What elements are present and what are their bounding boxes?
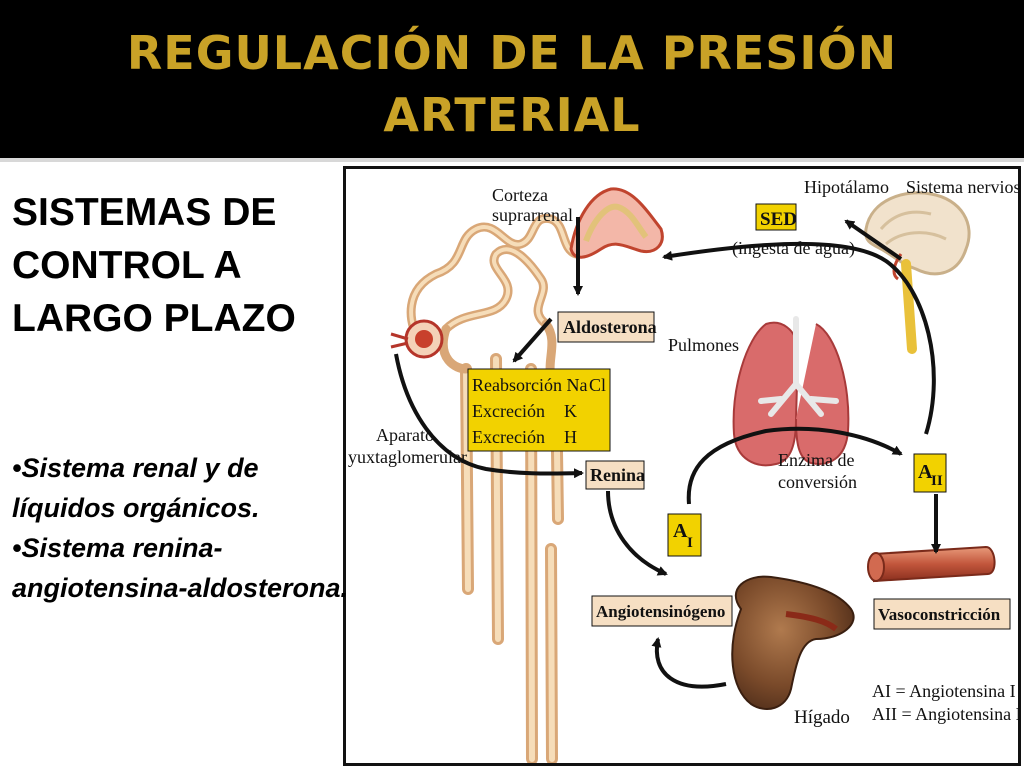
label-reabsorcion: Reabsorción Na [472, 375, 587, 395]
sed-box [755, 203, 797, 231]
vasoconstriccion-box [873, 598, 1011, 630]
legend-line1: AI = Angiotensina I [872, 681, 1016, 701]
label-aparato-line1: Aparato [376, 425, 434, 445]
label-hipotalamo: Hipotálamo [804, 177, 889, 197]
label-sed: SED [760, 209, 797, 230]
reabsorcion-box [467, 368, 611, 452]
aldosterona-box [557, 311, 655, 343]
label-aparato-line2: yuxtaglomerular [348, 447, 467, 467]
section-heading: SISTEMAS DE CONTROL A LARGO PLAZO [12, 186, 352, 345]
section-heading-line-3: LARGO PLAZO [12, 297, 296, 340]
label-higado: Hígado [794, 707, 850, 728]
label-ingesta: (ingesta de agua) [732, 238, 855, 259]
label-a2: A [918, 461, 933, 483]
label-a2-sub: II [931, 473, 943, 489]
a2-box [913, 453, 947, 493]
nephron-illustration [406, 213, 581, 765]
label-ion-h: H [564, 427, 577, 447]
section-heading-line-1: SISTEMAS DE [12, 191, 277, 234]
slide-title: REGULACIÓN DE LA PRESIÓN ARTERIAL [0, 22, 1024, 146]
label-renina: Renina [590, 465, 645, 485]
liver-illustration [731, 575, 855, 710]
slide-title-line-1: REGULACIÓN DE LA PRESIÓN [126, 26, 898, 80]
slide-title-line-2: ARTERIAL [383, 88, 641, 142]
glomerulus-icon [390, 319, 444, 359]
label-corteza-line1: Corteza [492, 185, 548, 205]
flow-arrows [394, 217, 941, 689]
legend-line2: AII = Angiotensina II [872, 704, 1018, 724]
blood-vessel-illustration [867, 545, 996, 583]
bullet-line-4: angiotensina-aldosterona. [12, 573, 349, 603]
bullet-list: •Sistema renal y de líquidos orgánicos. … [12, 448, 472, 608]
brain-illustration [864, 191, 971, 354]
label-excrecion-h: Excreción [472, 427, 545, 447]
title-bar [0, 0, 1024, 158]
label-vasoconstriccion: Vasoconstricción [878, 605, 1001, 624]
label-ion-k: K [564, 401, 577, 421]
header-divider [0, 158, 1024, 162]
label-ion-cl: Cl [589, 375, 606, 395]
label-a1-sub: I [687, 535, 693, 551]
renina-box [585, 460, 645, 490]
section-heading-line-2: CONTROL A [12, 244, 242, 287]
label-angiotensinogeno: Angiotensinógeno [596, 602, 725, 621]
label-enzima-line2: conversión [778, 472, 857, 492]
lungs-illustration [732, 316, 850, 467]
bullet-line-3: •Sistema renina- [12, 533, 223, 563]
bullet-line-1: •Sistema renal y de [12, 453, 259, 483]
angiotensinogeno-box [591, 595, 733, 627]
bullet-line-2: líquidos orgánicos. [12, 493, 260, 523]
label-pulmones: Pulmones [668, 335, 739, 355]
label-excrecion-k: Excreción [472, 401, 545, 421]
label-a1: A [673, 520, 688, 542]
adrenal-cortex-illustration [569, 187, 664, 259]
raa-diagram-svg: Corteza suprarrenal Hipotálamo Sistema n… [348, 177, 1024, 765]
raa-diagram: Corteza suprarrenal Hipotálamo Sistema n… [343, 166, 1024, 766]
label-corteza-line2: suprarrenal [492, 205, 573, 225]
label-sistema-nervioso: Sistema nervioso [906, 177, 1018, 197]
label-enzima-line1: Enzima de [778, 450, 854, 470]
label-aldosterona: Aldosterona [563, 317, 657, 337]
a1-box [667, 513, 702, 557]
